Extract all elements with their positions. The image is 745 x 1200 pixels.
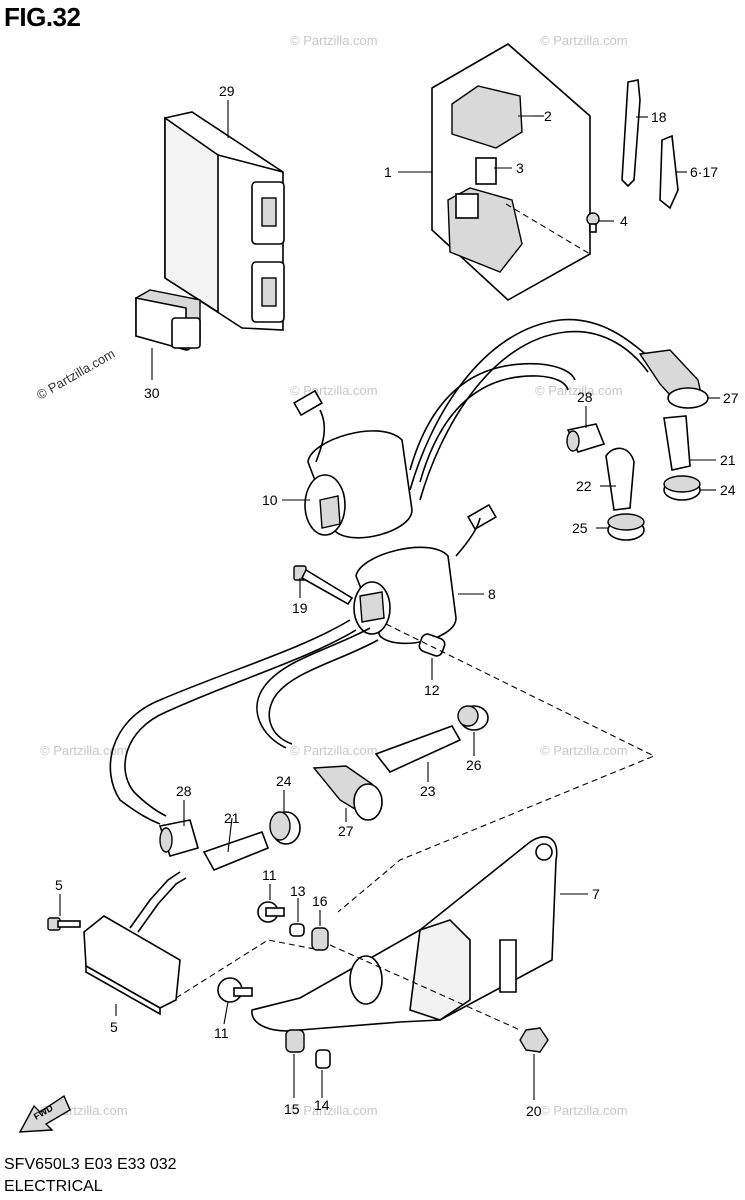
collar-part-13 [289,923,305,937]
callout-8: 8 [488,586,496,602]
boot-part-28-upper [566,423,606,453]
watermark: © Partzilla.com [540,33,628,48]
cap-part-21-upper [663,415,691,471]
watermark: © Partzilla.com [540,1103,628,1118]
bolt-part-4 [586,212,600,233]
footer-model-code: SFV650L3 E03 E33 032 [4,1156,177,1173]
nut-part-20 [519,1027,549,1053]
callout-11-upper: 11 [262,867,277,883]
watermark: © Partzilla.com [290,1103,378,1118]
callout-27-lower: 27 [338,823,354,839]
watermark: © Partzilla.com [535,383,623,398]
callout-1: 1 [384,164,392,180]
ignition-coil-part-10 [293,389,413,539]
collar-part-14 [315,1049,331,1069]
callout-12: 12 [424,682,440,698]
regulator-part-5 [83,871,187,1016]
callout-30: 30 [144,385,160,401]
seal-part-25 [607,513,645,541]
plug-cap-part-27-lower [312,765,383,821]
callout-26: 26 [466,757,482,773]
ecu-part-29 [164,111,285,331]
callout-21-upper: 21 [720,452,736,468]
cap-part-23 [374,725,462,773]
callout-28-lower: 28 [176,783,192,799]
callout-3: 3 [516,160,524,176]
callout-9: 7 [592,886,600,902]
leader-lines [59,100,720,1100]
callout-18: 18 [651,109,667,125]
watermark: © Partzilla.com [290,33,378,48]
callout-labels: 29 30 1 2 3 4 18 6·17 27 28 21 22 24 25 … [55,83,739,1119]
callout-22: 22 [576,478,592,494]
alignment-lines [175,203,656,1031]
watermark: © Partzilla.com [540,743,628,758]
callout-4: 4 [620,213,628,229]
callout-21-lower: 21 [224,810,240,826]
fuse-box-assembly-1 [431,43,591,301]
footer-section: ELECTRICAL [4,1178,103,1195]
callout-13: 13 [290,883,306,899]
fwd-arrow-icon: FWD [18,1094,71,1133]
callout-10: 10 [262,492,278,508]
callout-27-upper: 27 [723,390,739,406]
seal-part-26 [457,705,489,731]
lower-ignition-leads [109,619,379,825]
callout-14: 14 [314,1097,330,1113]
clamp-part-18 [621,79,641,188]
boot-part-28-lower [158,819,199,857]
callout-15: 15 [284,1101,300,1117]
seal-part-24-lower [269,811,301,845]
bolt-part-19 [293,565,354,606]
callout-7: 5 [55,877,63,893]
figure-title: FIG.32 [4,2,81,32]
cap-part-21-lower [202,830,270,872]
callout-2: 2 [544,108,552,124]
watermark: © Partzilla.com [40,743,128,758]
callout-29: 29 [219,83,235,99]
plug-cap-part-27-upper [638,349,709,409]
watermark: © Partzilla.com [34,346,117,403]
callout-25: 25 [572,520,588,536]
callout-5: 5 [110,1019,118,1035]
relay-part-30 [135,289,201,352]
callout-11-lower: 11 [214,1025,229,1041]
grommet-part-15 [285,1029,305,1053]
watermark: © Partzilla.com [290,743,378,758]
callout-23: 23 [420,783,436,799]
callout-24-upper: 24 [720,482,736,498]
collar-part-12 [418,633,446,657]
callout-24-lower: 24 [276,773,292,789]
callout-28-upper: 28 [577,389,593,405]
watermark: © Partzilla.com [290,383,378,398]
clamp-part-6-17 [659,134,679,210]
grommet-part-16 [311,927,329,951]
bracket-part-9 [251,836,558,1032]
bolt-part-11-upper [257,901,285,923]
callout-16: 16 [312,893,328,909]
callout-19: 19 [292,600,308,616]
bolt-part-7 [47,917,81,931]
bolt-part-11-lower [217,977,253,1003]
cap-part-22 [605,447,635,511]
seal-part-24-upper [663,475,701,501]
callout-20: 20 [526,1103,542,1119]
callout-6-17: 6·17 [690,164,718,180]
upper-ignition-leads [409,318,653,501]
ignition-coil-part-8 [353,503,497,645]
